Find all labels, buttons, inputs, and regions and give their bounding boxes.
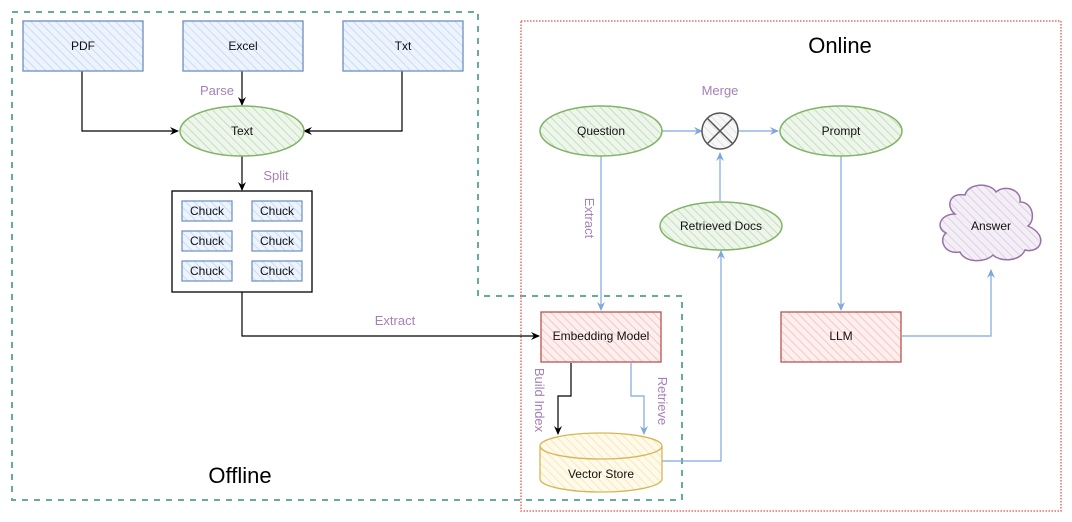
offline-region-label: Offline [208,463,271,488]
node-merge[interactable] [701,112,739,150]
node-excel-label: Excel [228,39,257,53]
chunk-item[interactable]: Chuck [181,260,233,282]
node-question[interactable]: Question [539,105,663,157]
edge-label-parse: Parse [200,83,234,98]
node-txt[interactable]: Txt [342,20,464,72]
cloud-icon [939,184,1042,262]
edge-store-to-docs [662,250,725,462]
node-llm-label: LLM [829,329,852,343]
chunk-label: Chuck [190,234,225,248]
node-vector-store-label: Vector Store [568,467,634,481]
edge-retrieve [630,363,648,435]
node-pdf[interactable]: PDF [22,20,144,72]
edge-txt-to-text [303,71,403,135]
edge-chunks-to-embedding [241,292,540,340]
chunk-label: Chuck [260,234,295,248]
chunk-item[interactable]: Chuck [181,230,233,252]
node-text-label: Text [231,124,254,138]
edge-label-extract-online: Extract [582,198,597,239]
chunk-item[interactable]: Chuck [251,200,303,222]
node-llm[interactable]: LLM [780,311,902,363]
edge-label-retrieve: Retrieve [655,377,670,425]
online-region-border [520,20,1062,512]
chunk-label: Chuck [190,264,225,278]
edge-label-build-index: Build Index [532,368,547,433]
edge-label-split: Split [263,168,289,183]
online-region-label: Online [808,33,872,58]
node-txt-label: Txt [395,39,412,53]
node-chunks[interactable]: Chuck Chuck Chuck Chuck Chuck Chuck [171,190,313,293]
edge-label-extract-offline: Extract [375,313,416,328]
node-answer[interactable]: Answer [939,184,1042,262]
node-question-label: Question [577,124,625,138]
edge-build-index [554,363,572,435]
node-pdf-label: PDF [71,39,95,53]
offline-region-border [11,11,683,501]
chunk-item[interactable]: Chuck [251,230,303,252]
node-prompt-label: Prompt [822,124,861,138]
node-answer-label: Answer [971,219,1011,233]
chunk-label: Chuck [190,204,225,218]
node-embedding-model[interactable]: Embedding Model [540,311,662,363]
edge-llm-to-answer [902,269,995,337]
node-embedding-model-label: Embedding Model [553,329,650,343]
node-prompt[interactable]: Prompt [779,105,903,157]
node-retrieved-docs[interactable]: Retrieved Docs [659,201,783,251]
chunk-item[interactable]: Chuck [251,260,303,282]
node-retrieved-docs-label: Retrieved Docs [680,219,762,233]
chunk-label: Chuck [260,264,295,278]
edge-pdf-to-text [81,71,179,135]
node-excel[interactable]: Excel [182,20,304,72]
node-vector-store[interactable]: Vector Store [539,432,663,493]
node-text[interactable]: Text [179,105,305,157]
chunk-label: Chuck [260,204,295,218]
chunk-item[interactable]: Chuck [181,200,233,222]
edge-label-merge: Merge [702,83,739,98]
